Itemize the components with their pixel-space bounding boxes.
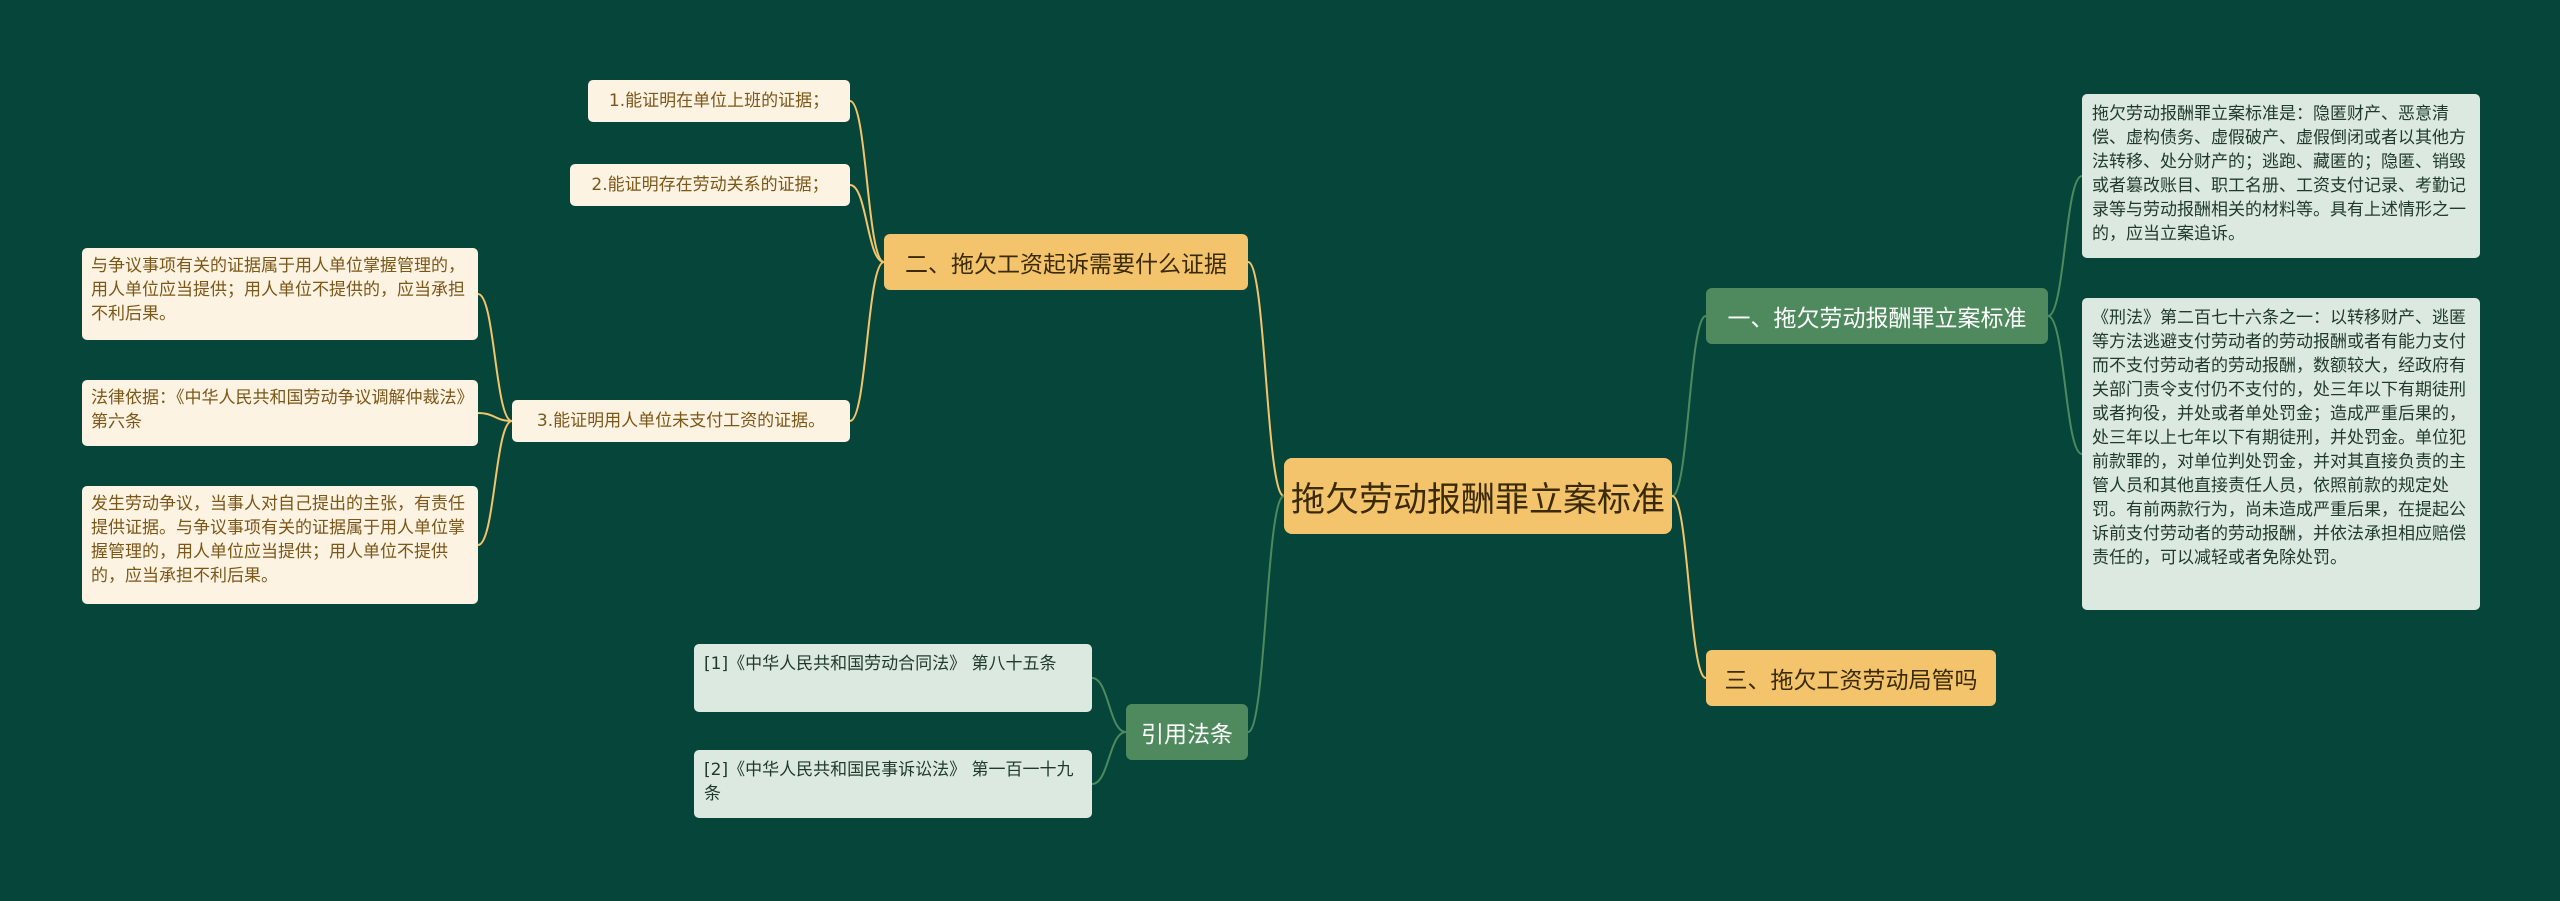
evidence-detail-2[interactable]: 法律依据：《中华人民共和国劳动争议调解仲裁法》第六条 [82,380,478,446]
evidence-item-3[interactable]: 3.能证明用人单位未支付工资的证据。 [512,400,850,442]
link-evidence-item2 [849,184,885,263]
branch-citations-label: 引用法条 [1141,722,1233,748]
standard-detail-2[interactable]: 《刑法》第二百七十六条之一：以转移财产、逃匿等方法逃避支付劳动者的劳动报酬或者有… [2082,298,2480,610]
evidence-item-2[interactable]: 2.能证明存在劳动关系的证据； [570,164,850,206]
link-item3-detail2 [477,412,513,422]
link-evidence-item3 [849,261,885,422]
link-standard-detail2 [2047,315,2083,455]
branch-bureau-label: 三、拖欠工资劳动局管吗 [1724,668,1978,694]
branch-standard-label: 一、拖欠劳动报酬罪立案标准 [1727,306,2027,332]
citation-item-2[interactable]: [2]《中华人民共和国民事诉讼法》 第一百一十九条 [694,750,1092,818]
central-topic[interactable]: 拖欠劳动报酬罪立案标准 [1284,458,1672,534]
link-evidence-item1 [849,100,885,263]
link-item3-detail3 [477,420,513,546]
link-center-bureau [1671,495,1707,679]
standard-detail-1[interactable]: 拖欠劳动报酬罪立案标准是：隐匿财产、恶意清偿、虚构债务、虚假破产、虚假倒闭或者以… [2082,94,2480,258]
link-standard-detail1 [2047,175,2083,317]
link-center-evidence [1247,261,1285,497]
link-citations-item1 [1091,677,1127,733]
branch-bureau[interactable]: 三、拖欠工资劳动局管吗 [1706,650,1996,706]
evidence-item-1[interactable]: 1.能证明在单位上班的证据； [588,80,850,122]
link-citations-item2 [1091,731,1127,785]
citation-item-1[interactable]: [1]《中华人民共和国劳动合同法》 第八十五条 [694,644,1092,712]
link-center-citations [1247,495,1285,733]
evidence-detail-3[interactable]: 发生劳动争议，当事人对自己提出的主张，有责任提供证据。与争议事项有关的证据属于用… [82,486,478,604]
branch-standard[interactable]: 一、拖欠劳动报酬罪立案标准 [1706,288,2048,344]
branch-citations[interactable]: 引用法条 [1126,704,1248,760]
branch-evidence-label: 二、拖欠工资起诉需要什么证据 [905,252,1227,278]
evidence-detail-1[interactable]: 与争议事项有关的证据属于用人单位掌握管理的，用人单位应当提供；用人单位不提供的，… [82,248,478,340]
branch-evidence[interactable]: 二、拖欠工资起诉需要什么证据 [884,234,1248,290]
link-item3-detail1 [477,293,513,422]
central-topic-label: 拖欠劳动报酬罪立案标准 [1291,479,1665,520]
link-center-standard [1671,315,1707,497]
